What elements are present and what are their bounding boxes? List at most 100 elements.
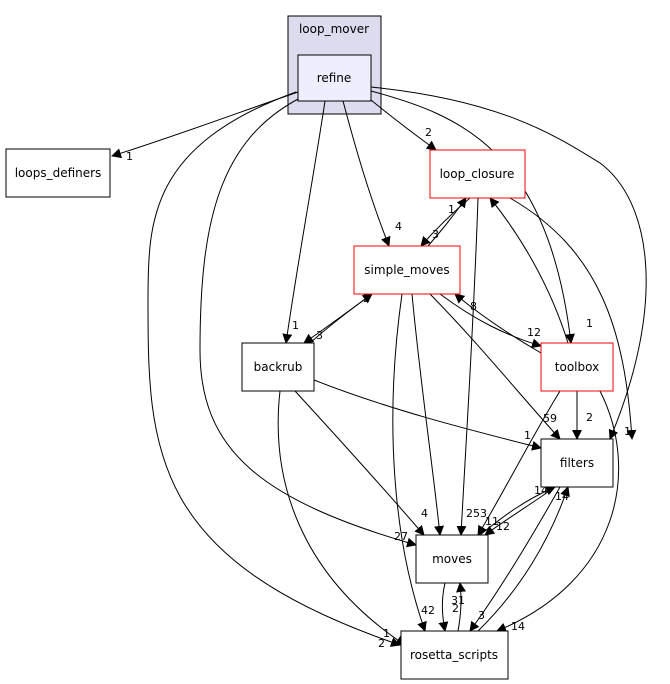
edge-backrub-to-simple-moves: 2: [309, 292, 373, 344]
edge-line: [454, 293, 542, 354]
node-loops-definers-label: loops_definers: [15, 166, 102, 180]
edge-line: [469, 486, 561, 632]
node-simple-moves-box[interactable]: [353, 245, 461, 295]
edge-line: [370, 99, 437, 151]
edge-count-label: 1: [524, 429, 531, 442]
cluster-label: loop_mover: [299, 22, 369, 36]
edge-count-label: 42: [421, 604, 435, 617]
edge-line: [411, 293, 445, 536]
edge-count-label: 1: [448, 203, 455, 216]
edge-line: [147, 91, 401, 647]
edge-refine-to-moves: 27: [199, 97, 417, 548]
edge-line: [392, 293, 427, 632]
edge-filters-to-rosetta-scripts: 3: [469, 486, 561, 632]
node-simple-moves[interactable]: simple_moves: [353, 245, 461, 295]
edge-line: [479, 485, 556, 536]
edge-line: [489, 197, 569, 344]
node-moves-label: moves: [432, 552, 472, 566]
edge-moves-to-rosetta-scripts: 2: [438, 582, 459, 632]
edge-line: [370, 86, 647, 440]
edge-loop-closure-to-simple-moves: 3: [420, 197, 471, 247]
edge-backrub-to-moves: 4: [294, 390, 428, 536]
edge-count-label: 12: [527, 326, 541, 339]
edge-line: [456, 197, 479, 536]
edge-refine-to-toolbox: 1: [370, 90, 593, 344]
edge-toolbox-to-moves: 11: [477, 390, 561, 536]
node-toolbox[interactable]: toolbox: [540, 342, 614, 392]
edge-count-label: 12: [496, 520, 510, 533]
edge-count-label: 1: [292, 319, 299, 332]
edge-count-label: 27: [394, 530, 408, 543]
node-moves[interactable]: moves: [415, 534, 489, 584]
edge-count-label: 2: [425, 126, 432, 139]
node-filters-box[interactable]: [540, 438, 614, 488]
edge-line: [509, 197, 637, 440]
node-loops-definers-box[interactable]: [5, 148, 111, 198]
node-rosetta-scripts-box[interactable]: [400, 630, 509, 680]
edge-toolbox-to-rosetta-scripts: 14: [496, 390, 620, 633]
node-loop-closure[interactable]: loop_closure: [429, 149, 526, 199]
node-refine-label: refine: [317, 71, 352, 85]
node-toolbox-box[interactable]: [540, 342, 614, 392]
edge-simple-moves-to-loop-closure: 1: [427, 197, 467, 247]
edge-line: [282, 100, 326, 344]
edge-count-label: 59: [543, 412, 557, 425]
node-backrub-label: backrub: [254, 360, 303, 374]
edge-line: [420, 197, 471, 247]
edge-line: [438, 582, 449, 632]
node-loops-definers[interactable]: loops_definers: [5, 148, 111, 198]
edge-count-label: 2: [586, 411, 593, 424]
edge-refine-to-rosetta-scripts: 2: [147, 91, 401, 650]
edge-count-label: 2: [363, 292, 370, 305]
edge-line: [496, 390, 620, 633]
edge-refine-to-loop-closure: 2: [370, 99, 437, 151]
edge-count-label: 3: [432, 228, 439, 241]
node-refine[interactable]: refine: [297, 54, 372, 102]
node-simple-moves-label: simple_moves: [364, 263, 449, 277]
edge-loop-closure-to-moves: 253: [456, 197, 487, 536]
edge-count-label: 14: [555, 490, 569, 503]
edge-count-label: 4: [421, 507, 428, 520]
edge-simple-moves-to-moves: [411, 293, 445, 536]
node-refine-box[interactable]: [297, 54, 372, 102]
edge-line: [429, 293, 561, 440]
edge-toolbox-to-loop-closure: 1: [489, 183, 569, 344]
edge-line: [456, 582, 467, 632]
edge-count-label: 1: [126, 150, 133, 163]
node-backrub-box[interactable]: [241, 342, 315, 392]
edge-count-label: 253: [466, 507, 487, 520]
edge-count-label: 1: [624, 425, 631, 438]
edge-line: [199, 97, 417, 548]
edge-refine-to-backrub: 1: [282, 100, 326, 344]
edge-count-label: 8: [470, 300, 477, 313]
node-backrub[interactable]: backrub: [241, 342, 315, 392]
edge-refine-to-simple-moves: 4: [342, 100, 402, 247]
edge-line: [111, 91, 299, 159]
edge-toolbox-to-filters: 2: [572, 391, 593, 440]
edges-layer: 1241112723253131259422141812111412314231…: [111, 86, 647, 650]
edge-rosetta-scripts-to-filters: 14: [477, 486, 570, 632]
edge-count-label: 1: [383, 627, 390, 640]
node-rosetta-scripts[interactable]: rosetta_scripts: [400, 630, 509, 680]
edge-count-label: 4: [395, 220, 402, 233]
edge-line: [342, 100, 391, 247]
edge-count-label: 14: [511, 620, 525, 633]
edge-rosetta-scripts-to-moves: 31: [451, 582, 467, 632]
node-moves-box[interactable]: [415, 534, 489, 584]
edge-line: [309, 293, 373, 344]
edge-count-label: 2: [378, 637, 385, 650]
edge-line: [313, 379, 542, 451]
node-filters-label: filters: [560, 456, 594, 470]
edge-backrub-to-rosetta-scripts: 1: [277, 390, 406, 646]
edge-backrub-to-filters: 1: [313, 379, 542, 451]
edge-count-label: 3: [478, 609, 485, 622]
node-filters[interactable]: filters: [540, 438, 614, 488]
node-loop-closure-label: loop_closure: [440, 167, 515, 181]
edge-count-label: 1: [586, 317, 593, 330]
edge-loop-closure-to-filters: [509, 197, 637, 440]
edge-count-label: 3: [316, 329, 323, 342]
node-loop-closure-box[interactable]: [429, 149, 526, 199]
edge-simple-moves-to-filters: 59: [429, 293, 561, 440]
edge-simple-moves-to-rosetta-scripts: 42: [392, 293, 435, 632]
